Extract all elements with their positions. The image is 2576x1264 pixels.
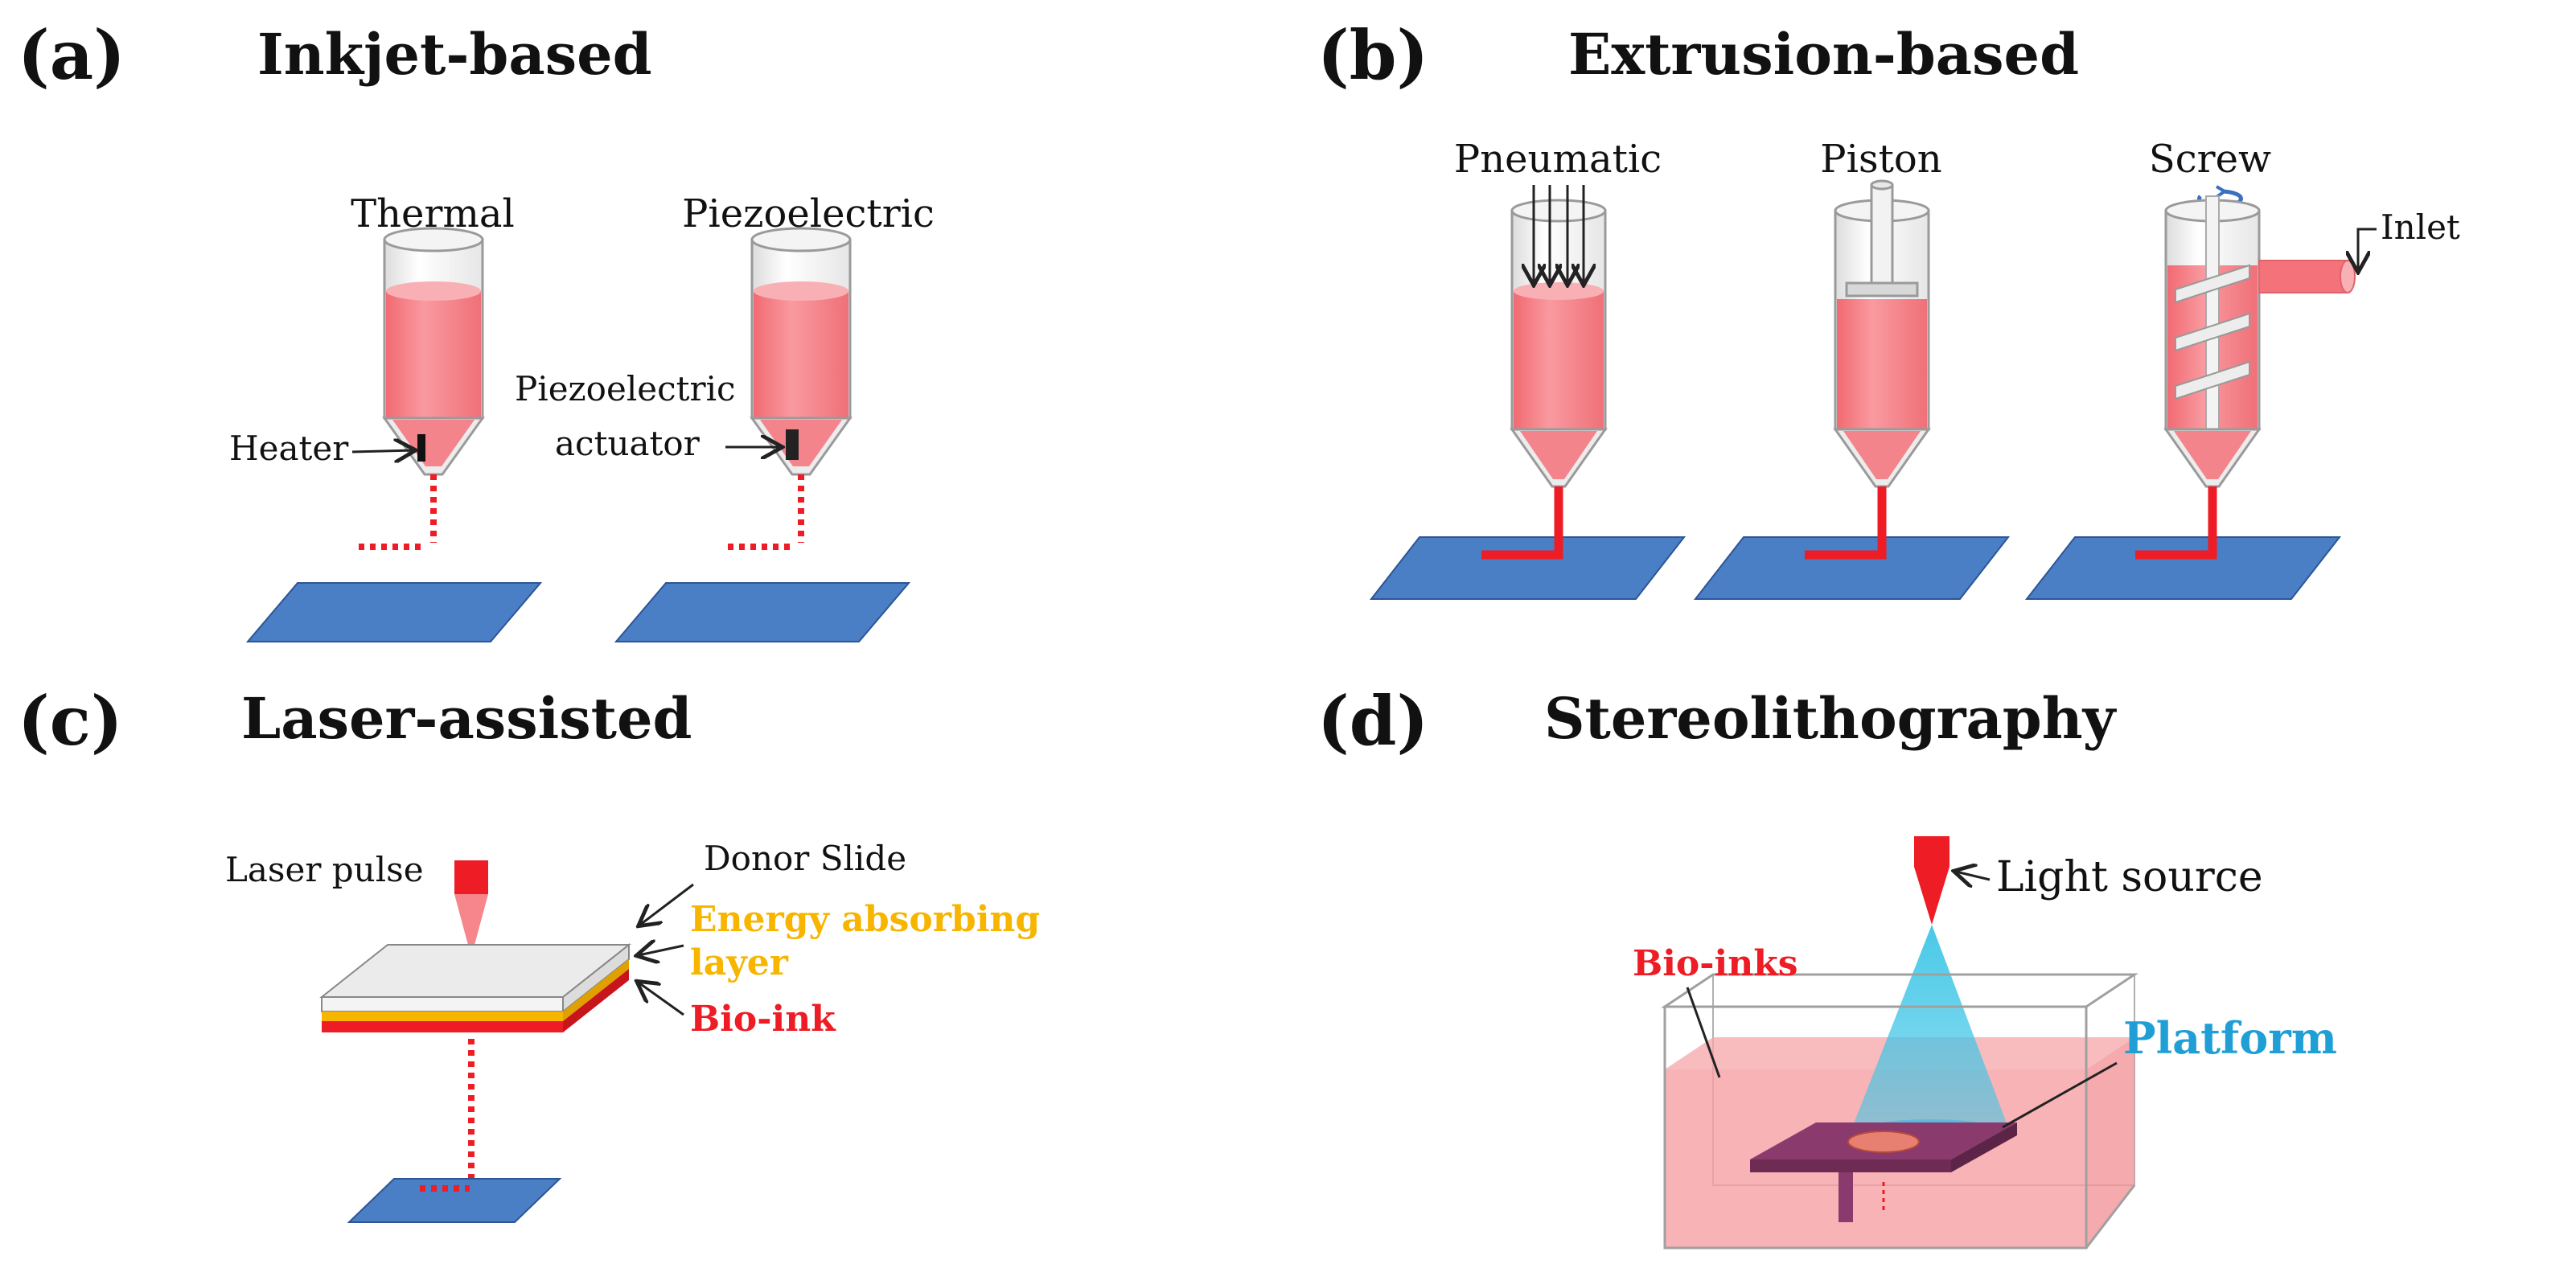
light-source-tip xyxy=(1914,867,1949,925)
piston-title: Piston xyxy=(1820,137,1941,182)
substrate-plate xyxy=(245,582,543,642)
panel-c-title: Laser-assisted xyxy=(241,685,692,752)
panel-c: (c) Laser-assisted Laser pulse Donor Sli… xyxy=(18,681,1040,1223)
bioink-reservoir xyxy=(386,291,481,418)
inlet-leader xyxy=(2358,228,2377,270)
donor-slide-edge xyxy=(321,996,564,1012)
panel-d-title: Stereolithography xyxy=(1544,685,2118,752)
energy-layer-label-line1: Energy absorbing xyxy=(690,899,1040,940)
barrel-rim xyxy=(750,227,852,252)
substrate-plate xyxy=(1693,536,2011,600)
screw-thread xyxy=(2175,360,2250,400)
bioinks-label: Bio-inks xyxy=(1633,943,1797,984)
bioink-layer-side xyxy=(563,969,629,1032)
nozzle-ink xyxy=(392,420,475,466)
bioink-reservoir xyxy=(754,291,848,418)
light-leader xyxy=(1956,872,1991,880)
platform-leader xyxy=(2002,1061,2118,1129)
vat-top xyxy=(1661,973,2138,1008)
extruded-filament xyxy=(1805,486,1887,560)
piston-rod-top xyxy=(1870,179,1894,191)
printed-construct xyxy=(1847,1131,1920,1153)
screw-thread xyxy=(2175,264,2250,304)
heater-label: Heater xyxy=(229,429,349,468)
piston-rod xyxy=(1870,183,1894,289)
barrel-rim xyxy=(383,227,484,252)
laser-beam xyxy=(454,894,488,957)
panel-b-letter: (b) xyxy=(1317,15,1428,95)
thermal-syringe: Thermal Heater xyxy=(229,191,543,642)
laser-head xyxy=(454,860,488,894)
pneumatic-title: Pneumatic xyxy=(1454,137,1662,182)
piezo-actuator xyxy=(786,429,799,460)
piezo-label-line1: Piezoelectric xyxy=(515,369,736,408)
panel-c-letter: (c) xyxy=(18,681,123,761)
extruded-filament xyxy=(2135,486,2217,560)
energy-leader xyxy=(639,946,684,955)
inlet-tube xyxy=(2258,260,2348,293)
light-beam xyxy=(1850,925,2011,1134)
receiver-substrate xyxy=(347,1178,562,1223)
panel-a-letter: (a) xyxy=(18,15,125,95)
inlet-label: Inlet xyxy=(2381,207,2460,247)
screw-syringe: Screw Inlet xyxy=(2024,137,2460,600)
bioinks-leader xyxy=(1686,987,1721,1078)
light-source-label: Light source xyxy=(1996,853,2263,901)
nozzle-ink xyxy=(1843,431,1921,479)
bioink-reservoir xyxy=(1514,291,1604,429)
panel-d-letter: (d) xyxy=(1317,681,1428,761)
energy-layer-label-line2: layer xyxy=(690,942,789,983)
piston-head xyxy=(1845,281,1919,298)
panel-a-title: Inkjet-based xyxy=(257,21,652,88)
light-source-head xyxy=(1914,836,1949,867)
platform-label: Platform xyxy=(2123,1012,2337,1064)
platform-post xyxy=(1839,1172,1853,1222)
nozzle-ink xyxy=(760,420,842,466)
energy-layer-edge xyxy=(322,1012,563,1021)
donor-slide-label: Donor Slide xyxy=(704,839,906,878)
pneumatic-syringe: Pneumatic xyxy=(1369,137,1687,600)
bioink-layer-edge xyxy=(322,1021,563,1032)
bioink-side xyxy=(2086,1037,2134,1248)
donor-leader xyxy=(640,883,694,925)
extruded-filament-top xyxy=(1481,486,1563,560)
piston-syringe: Piston xyxy=(1693,137,2011,600)
nozzle-ink xyxy=(1520,431,1597,479)
rotation-arrowhead-icon xyxy=(2215,185,2228,199)
bioink-surface xyxy=(754,281,848,301)
bioink-label: Bio-ink xyxy=(690,999,836,1040)
piezo-label-line2: actuator xyxy=(555,424,700,463)
panel-b: (b) Extrusion-based Pneumatic Piston xyxy=(1317,15,2460,600)
panel-a: (a) Inkjet-based Thermal Heater Piezoele… xyxy=(18,15,935,642)
screw-title: Screw xyxy=(2149,137,2271,182)
heater-leader xyxy=(351,450,413,452)
substrate-plate xyxy=(1369,536,1687,600)
vat-edge xyxy=(2085,1184,2136,1249)
panel-b-title: Extrusion-based xyxy=(1568,21,2079,88)
screw-thread xyxy=(2175,312,2250,352)
piezo-syringe: Piezoelectric Piezoelectric actuator xyxy=(515,191,935,642)
panel-d: (d) Stereolithography Light source Bio-i… xyxy=(1317,681,2337,1250)
inlet-opening xyxy=(2340,260,2356,293)
bioink-surface xyxy=(386,281,481,301)
energy-layer-side xyxy=(563,959,629,1021)
bioink-leader xyxy=(639,983,684,1016)
bioink-surface xyxy=(1514,282,1604,300)
substrate-plate xyxy=(2024,536,2342,600)
platform-side xyxy=(1951,1122,2017,1172)
heater-element xyxy=(417,434,425,462)
laser-pulse-label: Laser pulse xyxy=(225,850,424,889)
platform-edge xyxy=(1750,1159,1951,1172)
barrel-rim xyxy=(1510,199,1607,223)
nozzle-ink xyxy=(2174,431,2251,479)
bioink-reservoir xyxy=(1837,299,1927,429)
substrate-plate xyxy=(614,582,911,642)
